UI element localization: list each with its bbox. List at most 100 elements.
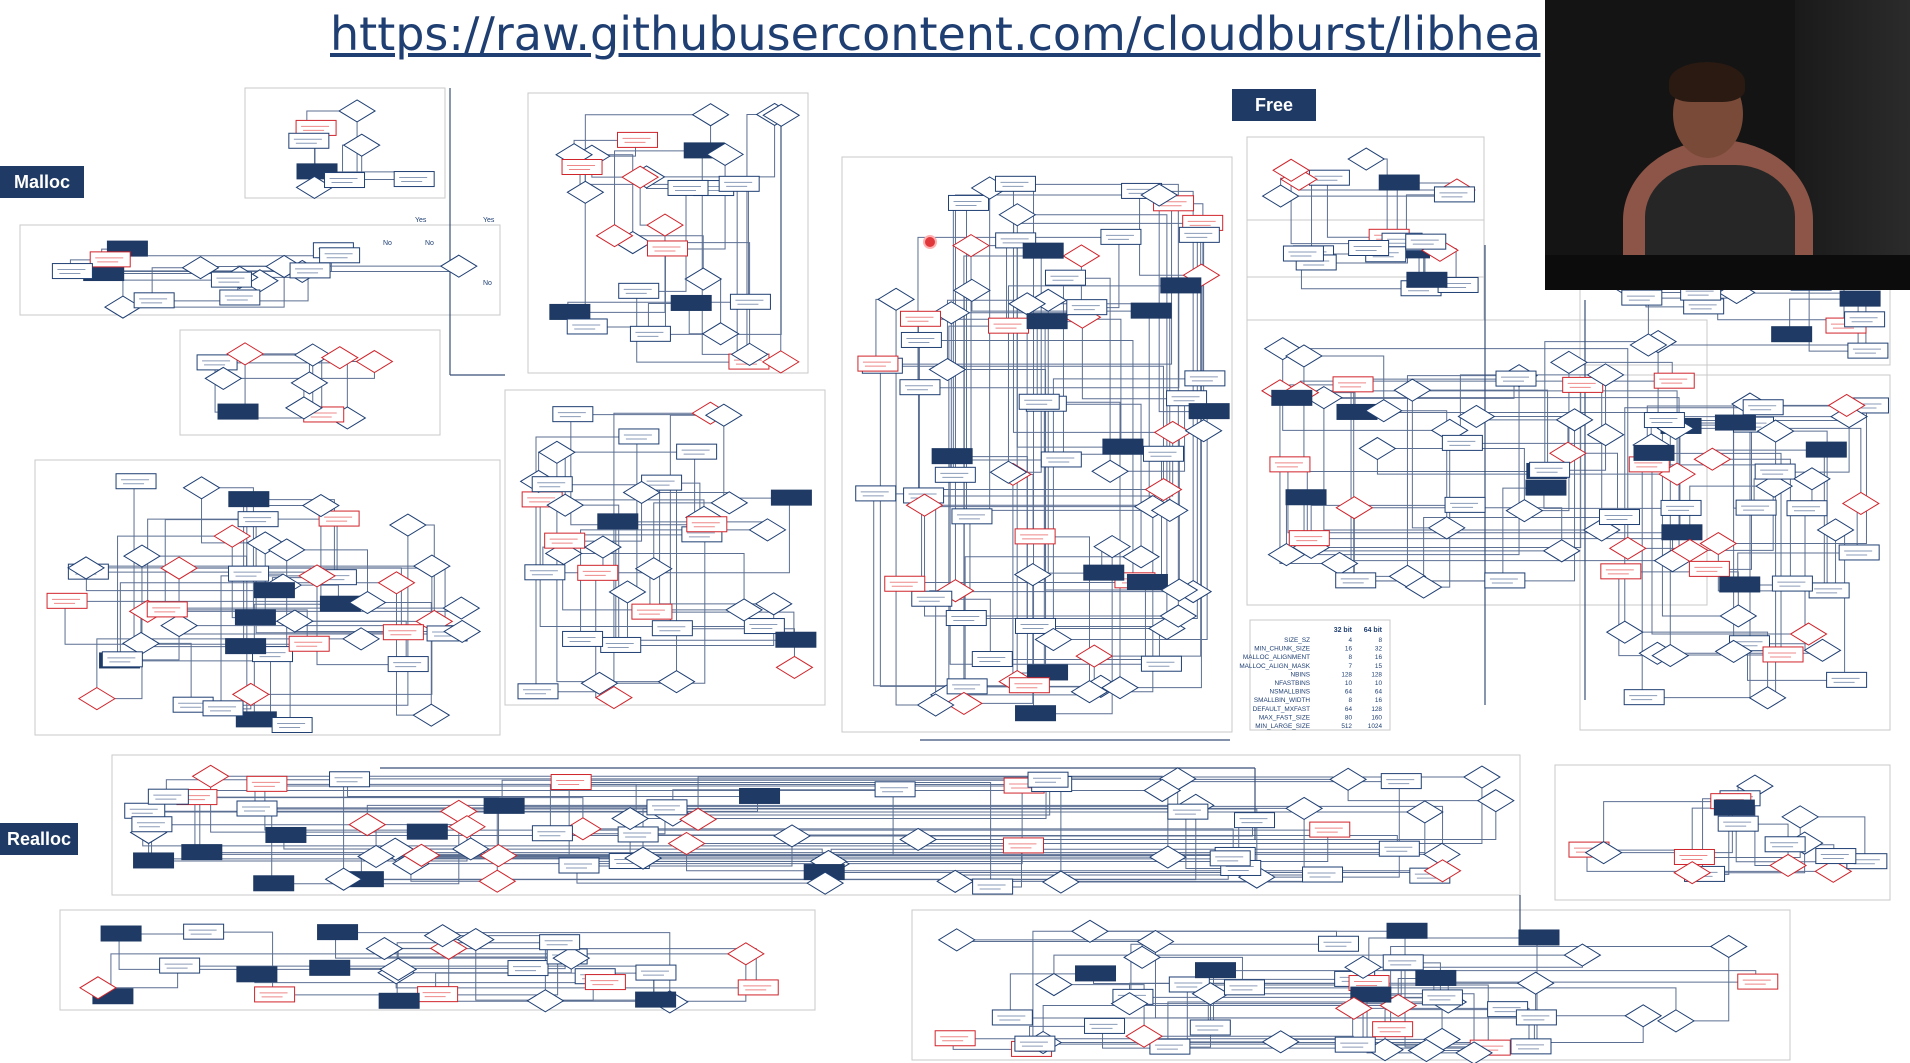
terminal-node [1525,479,1567,496]
size-table-header: 64 bit [1364,627,1383,634]
process-node [517,683,559,700]
process-node [1826,671,1868,688]
diagram-region [19,224,501,316]
decision-node [67,556,106,580]
process-node [1189,1019,1231,1036]
process-node [1015,617,1057,634]
decision-node [1184,419,1223,443]
process-node [600,636,642,653]
flow-edge [1047,300,1102,574]
decision-node [1755,474,1794,498]
decision-node [932,301,971,325]
flow-edge [636,291,747,363]
diagram-region [1246,219,1485,321]
decision-node [1769,853,1808,878]
size-table-cell: 160 [1371,714,1382,721]
flow-edge [1675,946,1730,1022]
process-node [417,986,459,1003]
decision-node [754,592,793,616]
terminal-node [1026,313,1068,330]
presenter-hair [1669,62,1745,102]
size-table-cell: 7 [1348,663,1352,670]
process-node [884,575,926,592]
flow-edge [1154,941,1535,1019]
process-node [1018,393,1060,410]
terminal-node [1194,962,1236,979]
process-node [1515,1009,1557,1026]
decision-node [748,518,787,542]
decision-node [1586,363,1625,387]
size-table-cell: 8 [1378,637,1382,644]
flow-edge [294,620,407,665]
flow-edge [1618,571,1739,616]
decision-node [905,493,944,517]
flow-edge [736,184,781,363]
decision-node [442,596,481,620]
process-node [133,292,175,309]
flow-edge [201,487,254,618]
diagram-region [504,389,826,706]
flow-edge [1009,973,1094,1018]
flow-edge [1012,184,1173,433]
process-node [1149,1038,1191,1055]
process-node [1838,544,1880,561]
decision-node [1455,1041,1493,1063]
flow-edge [1282,348,1629,549]
section-label-free: Free [1232,89,1316,121]
diagram-region [244,87,446,199]
process-node [183,923,225,940]
decision-node [899,827,938,852]
process-node [507,960,549,977]
flow-edge [918,800,1497,840]
decision-node [806,871,845,895]
process-node [561,158,603,175]
flow-edge [164,519,257,610]
process-node [1405,233,1447,250]
decision-node [916,693,955,717]
flow-edge [1773,416,1850,473]
flow-edge [1712,458,1791,585]
process-node [1660,499,1702,516]
process-node [972,878,1014,895]
terminal-node [309,959,351,976]
url-text[interactable]: https://raw.githubusercontent.com/cloudb… [330,7,1550,61]
decision-node [546,493,585,517]
decision-node [1110,992,1149,1016]
flow-edge [1042,1004,1399,1043]
decision-node [1335,496,1374,520]
process-node [911,590,953,607]
decision-node [191,764,230,788]
process-node [228,565,270,582]
decision-node [1608,536,1647,560]
process-node [1688,560,1730,577]
size-table-cell: 128 [1371,671,1382,678]
process-node [646,240,688,257]
process-node [667,179,709,196]
decision-node [412,554,451,578]
process-node [857,355,899,372]
process-node [1484,572,1526,589]
section-label-malloc: Malloc [0,166,84,198]
process-node [1308,169,1350,186]
flow-edge [1053,984,1145,1037]
decision-node [1070,680,1109,704]
flow-edge [1603,808,1733,854]
size-table-cell: NSMALLBINS [1270,689,1311,696]
flow-edge [1567,452,1619,518]
decision-node [443,619,482,644]
terminal-node [228,491,270,508]
flow-edge [1089,930,1337,945]
flow-edge [1311,385,1582,548]
decision-node [1542,539,1581,563]
process-node [618,282,660,299]
process-node [202,700,244,717]
process-node [329,771,371,788]
process-node [1317,935,1359,952]
flowchart-frames [19,87,1891,1061]
flow-edge [723,415,790,499]
decision-node [1358,436,1397,461]
process-node [584,974,626,991]
decision-node [611,806,650,831]
terminal-node [670,294,712,311]
process-node [1382,954,1424,971]
